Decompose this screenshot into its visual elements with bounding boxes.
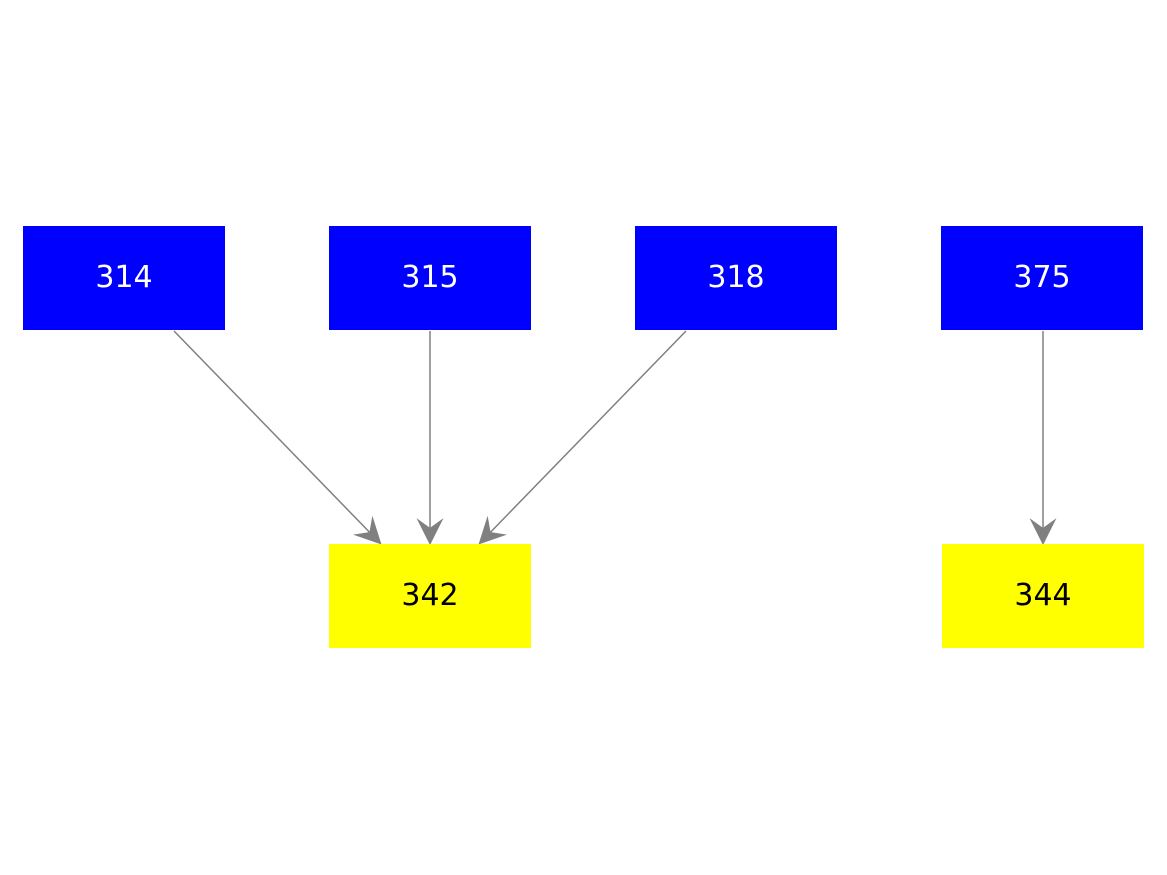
node-label: 344 bbox=[1014, 578, 1072, 613]
node-label: 342 bbox=[401, 578, 459, 613]
node-315: 315 bbox=[329, 226, 531, 330]
node-344: 344 bbox=[942, 544, 1144, 648]
node-label: 314 bbox=[95, 260, 153, 295]
node-label: 375 bbox=[1013, 260, 1071, 295]
node-342: 342 bbox=[329, 544, 531, 648]
node-label: 315 bbox=[401, 260, 459, 295]
edge-314-342 bbox=[173, 330, 382, 545]
node-314: 314 bbox=[23, 226, 225, 330]
node-318: 318 bbox=[635, 226, 837, 330]
node-label: 318 bbox=[707, 260, 765, 295]
node-375: 375 bbox=[941, 226, 1143, 330]
edge-318-342 bbox=[478, 330, 687, 545]
